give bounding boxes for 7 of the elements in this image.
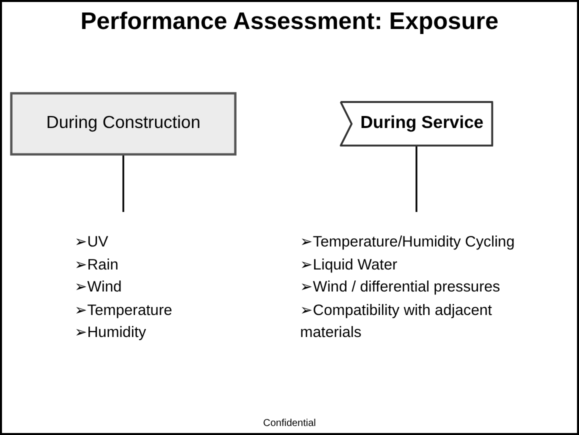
node-text: ➢Temperature/Humidity Cycling ➢Liquid Water ➢Wind / differential pressures ➢Compatibility with adjacent materials: [300, 232, 515, 340]
slide-title: Performance Assessment: Exposure: [80, 8, 500, 36]
connector: [122, 153, 124, 212]
node-box: During Construction: [10, 92, 236, 156]
footer-note: Confidential: [263, 418, 316, 429]
connector: [416, 145, 418, 212]
node-text: ➢UV ➢Rain ➢Wind ➢Temperature ➢Humidity: [74, 232, 172, 340]
